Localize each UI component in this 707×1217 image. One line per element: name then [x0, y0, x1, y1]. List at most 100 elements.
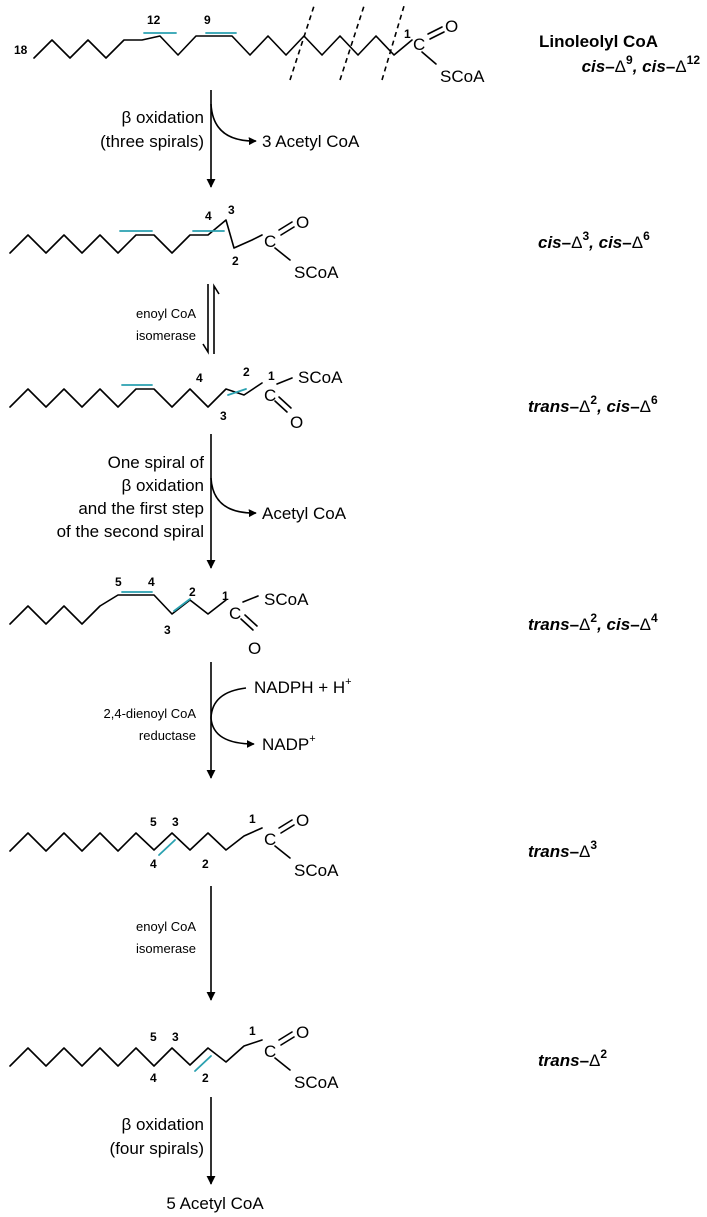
- structure-name: Linoleolyl CoA: [539, 32, 658, 51]
- carbon-number-label: 5: [150, 815, 157, 829]
- carbon-number-label: 4: [150, 1071, 157, 1085]
- carbon-number-label: 3: [228, 203, 235, 217]
- designation-prefix: trans: [528, 397, 570, 416]
- scoa-group: SCoA: [264, 590, 309, 609]
- step-label: isomerase: [136, 328, 196, 343]
- step-label: (three spirals): [100, 132, 204, 151]
- c-o-double-bond: [280, 824, 295, 834]
- designation-separator: ,: [588, 233, 598, 252]
- carbon-chain: [9, 594, 227, 625]
- designation-dash: –: [570, 615, 579, 634]
- c-s-bond: [421, 51, 437, 65]
- step-label: and the first step: [78, 499, 204, 518]
- carbon-atom: C: [413, 35, 425, 54]
- designation-prefix: cis: [599, 233, 623, 252]
- delta-symbol: Δ: [615, 57, 626, 76]
- designation-prefix: trans: [538, 1051, 580, 1070]
- step-enoyl-coa-isomerase-2: enoyl CoA isomerase: [136, 886, 216, 1001]
- step-label: β oxidation: [121, 108, 204, 127]
- trans-double-bond: [173, 598, 191, 612]
- c-o-double-bond: [274, 400, 288, 413]
- step-enoyl-coa-isomerase-1: enoyl CoA isomerase: [136, 283, 220, 355]
- carbon-number-label: 3: [172, 815, 179, 829]
- equilibrium-arrow-reverse: [213, 283, 220, 354]
- c-o-double-bond: [280, 226, 295, 236]
- side-arrow-out: [210, 717, 255, 748]
- structure-trans2: 5 3 1 4 2 C O SCoA trans–Δ2: [9, 1023, 607, 1092]
- position-superscript: 6: [651, 393, 658, 407]
- scoa-group: SCoA: [294, 263, 339, 282]
- designation-dash: –: [605, 57, 614, 76]
- carbon-chain: [9, 382, 263, 408]
- final-product: 5 Acetyl CoA: [166, 1194, 264, 1213]
- c-s-bond: [242, 595, 259, 603]
- carbon-number-label: 1: [222, 589, 229, 603]
- position-superscript: 2: [590, 611, 597, 625]
- carbon-number-label: 1: [249, 812, 256, 826]
- carbon-number-label: 3: [164, 623, 171, 637]
- carbon-number-label: 2: [202, 857, 209, 871]
- carbon-number-label: 4: [150, 857, 157, 871]
- oxygen-atom: O: [248, 639, 261, 658]
- structure-designation: trans–Δ2, cis–Δ4: [528, 611, 658, 634]
- oxygen-atom: O: [445, 17, 458, 36]
- carbon-chain: [9, 219, 263, 254]
- carbon-number-label: 1: [249, 1024, 256, 1038]
- step-label: (four spirals): [110, 1139, 204, 1158]
- carbon-number-label: 3: [172, 1030, 179, 1044]
- delta-symbol: Δ: [571, 233, 582, 252]
- c-o-double-bond: [429, 31, 445, 40]
- position-superscript: 3: [590, 838, 597, 852]
- position-superscript: 3: [582, 229, 589, 243]
- cleavage-line: [289, 5, 315, 81]
- step-dienoyl-coa-reductase: 2,4-dienoyl CoA reductase NADPH + H+ NAD…: [104, 662, 352, 779]
- designation-prefix: cis: [582, 57, 606, 76]
- position-superscript: 2: [590, 393, 597, 407]
- step-label: β oxidation: [121, 1115, 204, 1134]
- designation-separator: ,: [596, 615, 606, 634]
- delta-symbol: Δ: [579, 615, 590, 634]
- designation-prefix: cis: [538, 233, 562, 252]
- designation-prefix: cis: [642, 57, 666, 76]
- side-product: Acetyl CoA: [262, 504, 347, 523]
- oxygen-atom: O: [296, 1023, 309, 1042]
- oxygen-atom: O: [296, 213, 309, 232]
- c-s-bond: [274, 845, 291, 859]
- step-beta-oxidation-four: β oxidation (four spirals): [110, 1097, 216, 1185]
- carbon-number-label: 4: [148, 575, 155, 589]
- designation-dash: –: [622, 233, 631, 252]
- cleavage-line: [339, 5, 365, 81]
- delta-symbol: Δ: [675, 57, 686, 76]
- position-superscript: 12: [687, 53, 701, 67]
- delta-symbol: Δ: [632, 233, 643, 252]
- c-o-double-bond: [427, 26, 443, 35]
- nadp-product: NADP+: [262, 733, 316, 754]
- structure-designation: trans–Δ2, cis–Δ6: [528, 393, 658, 416]
- delta-symbol: Δ: [640, 615, 651, 634]
- carbon-number-label: 2: [243, 365, 250, 379]
- c-s-bond: [276, 377, 293, 385]
- c-o-double-bond: [278, 819, 293, 829]
- carbon-number-label: 4: [196, 371, 203, 385]
- designation-separator: ,: [632, 57, 642, 76]
- designation-dash: –: [666, 57, 675, 76]
- step-one-spiral: One spiral of β oxidation and the first …: [57, 434, 347, 569]
- step-label: enoyl CoA: [136, 919, 196, 934]
- carbon-number-label: 2: [232, 254, 239, 268]
- scoa-group: SCoA: [294, 861, 339, 880]
- carbon-number-label: 1: [268, 369, 275, 383]
- c-o-double-bond: [280, 1036, 295, 1046]
- structure-trans3: 5 3 1 4 2 C O SCoA trans–Δ3: [9, 811, 597, 880]
- position-superscript: 9: [626, 53, 633, 67]
- carbon-atom: C: [264, 386, 276, 405]
- equilibrium-arrow-forward: [202, 284, 209, 355]
- position-superscript: 2: [600, 1047, 607, 1061]
- delta-symbol: Δ: [579, 842, 590, 861]
- carbon-number-label: 3: [220, 409, 227, 423]
- scoa-group: SCoA: [294, 1073, 339, 1092]
- position-superscript: 6: [643, 229, 650, 243]
- carbon-chain: [33, 35, 413, 59]
- step-label: One spiral of: [108, 453, 205, 472]
- carbon-atom: C: [264, 830, 276, 849]
- c-o-double-bond: [244, 614, 258, 627]
